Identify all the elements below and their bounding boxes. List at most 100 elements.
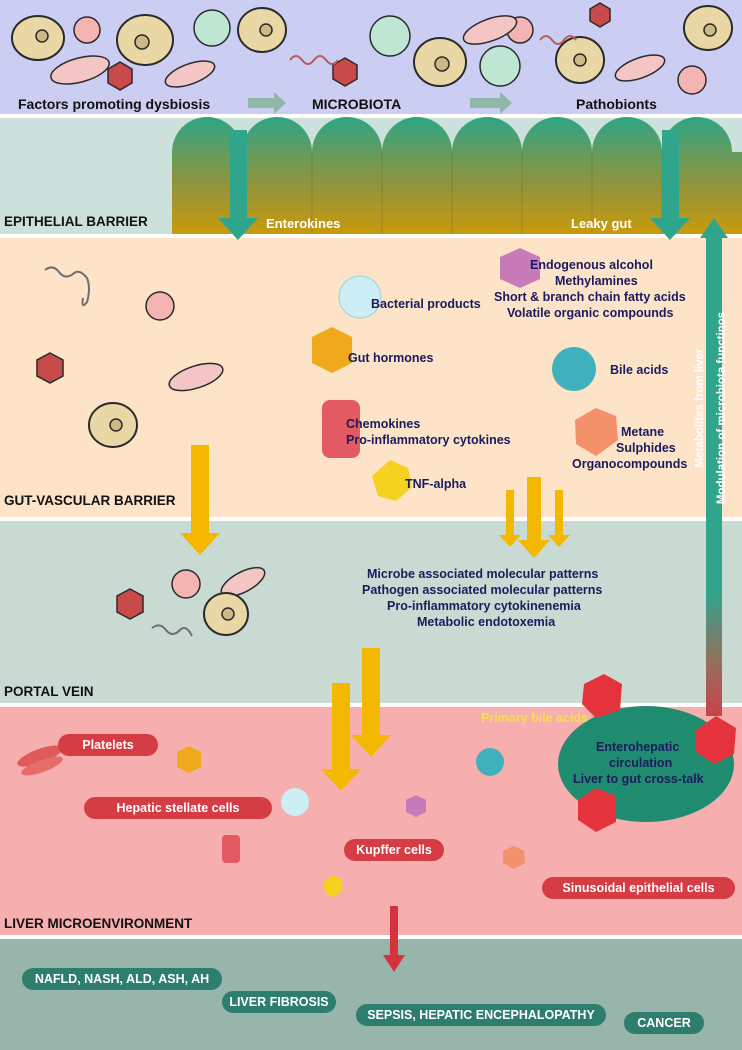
mamp-label: Microbe associated molecular patterns — [367, 567, 599, 581]
sphere-icon — [281, 788, 309, 816]
polyhedron-icon — [575, 408, 618, 456]
gut-vascular-title: GUT-VASCULAR BARRIER — [4, 493, 176, 508]
polyhedron-icon — [372, 460, 412, 501]
sphere-icon — [476, 748, 504, 776]
spirochete-icon — [151, 624, 193, 637]
spirochete-icon — [289, 55, 339, 65]
cytokines-label: Pro-inflammatory cytokines — [346, 433, 511, 447]
amoeba-icon — [555, 36, 605, 84]
separator — [0, 935, 742, 939]
factors-label: Factors promoting dysbiosis — [18, 96, 211, 112]
sulphides-label: Sulphides — [616, 441, 676, 455]
polyhedron-icon — [578, 788, 616, 832]
leaky-gut-label: Leaky gut — [571, 216, 632, 231]
pathobionts-label: Pathobionts — [576, 96, 657, 112]
hexagon-icon — [500, 248, 540, 288]
metabolites-label: Metabolites from liver — [694, 348, 706, 468]
amoeba-icon — [237, 7, 287, 53]
enterokines-label: Enterokines — [266, 216, 341, 231]
hexagon-icon — [312, 327, 352, 373]
portal-vein-title: PORTAL VEIN — [4, 684, 94, 699]
volatile-compounds-label: Volatile organic compounds — [507, 306, 674, 320]
coccus-icon — [677, 65, 707, 95]
primary-bile-acids-label: Primary bile acids — [481, 711, 589, 725]
paramecium-icon — [462, 15, 518, 45]
chemokines-label: Chemokines — [346, 417, 421, 431]
coccus-icon — [171, 569, 201, 599]
amoeba-icon — [683, 5, 733, 51]
cluster-icon — [369, 15, 411, 57]
liver-microenvironment-title: LIVER MICROENVIRONMENT — [4, 916, 193, 931]
virus-icon — [36, 352, 64, 384]
cluster-icon — [479, 45, 521, 87]
amoeba-icon — [88, 402, 138, 448]
down-arrow-icon — [499, 490, 521, 547]
polyhedron-icon — [503, 846, 525, 869]
down-arrow-icon — [321, 683, 361, 791]
epithelial-villi — [172, 117, 742, 234]
coccus-icon — [73, 16, 101, 44]
amoeba-icon — [413, 37, 467, 87]
separator — [0, 517, 742, 521]
arrow-icon — [470, 92, 512, 114]
amoeba-icon — [203, 592, 249, 636]
paramecium-icon — [168, 362, 224, 392]
polyhedron-icon — [323, 875, 343, 897]
sphere-icon — [338, 275, 382, 319]
spirochete-icon — [44, 266, 90, 307]
cross-talk-label: Liver to gut cross-talk — [573, 772, 704, 786]
outcome-fibrosis-pill: LIVER FIBROSIS — [222, 991, 336, 1013]
paramecium-icon — [50, 55, 110, 85]
outcome-nafld-pill: NAFLD, NASH, ALD, ASH, AH — [22, 968, 222, 990]
endotoxemia-label: Metabolic endotoxemia — [417, 615, 556, 629]
amoeba-icon — [11, 15, 65, 61]
modulation-label: Modulation of microbiota functinos — [716, 311, 728, 505]
outcome-sepsis-pill: SEPSIS, HEPATIC ENCEPHALOPATHY — [356, 1004, 606, 1026]
cylinder-icon — [222, 835, 240, 863]
hexagon-icon — [406, 795, 426, 817]
spirochete-icon — [539, 35, 577, 45]
down-arrow-icon — [548, 490, 570, 547]
down-arrow-icon — [180, 445, 220, 555]
header-microbes — [11, 2, 733, 95]
enterohepatic-label: Enterohepatic — [596, 740, 680, 754]
bile-acids-label: Bile acids — [610, 363, 669, 377]
platelets-pill: Platelets — [58, 734, 158, 756]
organocompounds-label: Organocompounds — [572, 457, 688, 471]
cytokinenemia-label: Pro-inflammatory cytokinenemia — [387, 599, 581, 613]
down-arrow-icon — [383, 906, 405, 972]
kupffer-pill: Kupffer cells — [344, 839, 444, 861]
cluster-icon — [193, 9, 231, 47]
outcome-cancer-pill: CANCER — [624, 1012, 704, 1034]
methylamines-label: Methylamines — [555, 274, 638, 288]
epithelial-barrier-title: EPITHELIAL BARRIER — [4, 214, 148, 229]
down-arrow-icon — [351, 648, 391, 757]
down-arrow-icon — [218, 130, 258, 240]
outcome-band — [0, 939, 742, 1050]
paramecium-icon — [614, 54, 666, 82]
sphere-icon — [552, 347, 596, 391]
pamp-label: Pathogen associated molecular patterns — [362, 583, 603, 597]
sinusoidal-pill: Sinusoidal epithelial cells — [542, 877, 735, 899]
coccus-icon — [145, 291, 175, 321]
hepatic-stellate-pill: Hepatic stellate cells — [84, 797, 272, 819]
metane-label: Metane — [621, 425, 665, 439]
bacterial-products-label: Bacterial products — [371, 297, 481, 311]
endogenous-alcohol-label: Endogenous alcohol — [530, 258, 653, 272]
virus-icon — [107, 61, 133, 91]
fatty-acids-label: Short & branch chain fatty acids — [494, 290, 686, 304]
separator — [0, 114, 742, 118]
virus-icon — [332, 57, 358, 87]
separator — [0, 234, 742, 238]
circulation-label: circulation — [609, 756, 673, 770]
microbiota-label: MICROBIOTA — [312, 96, 402, 112]
down-arrow-icon — [518, 477, 550, 558]
polyhedron-icon — [582, 674, 622, 718]
virus-icon — [116, 588, 144, 620]
paramecium-icon — [164, 60, 216, 88]
polyhedron-icon — [696, 716, 736, 764]
tnf-alpha-label: TNF-alpha — [405, 477, 467, 491]
cylinder-icon — [322, 400, 360, 458]
amoeba-icon — [116, 14, 174, 66]
